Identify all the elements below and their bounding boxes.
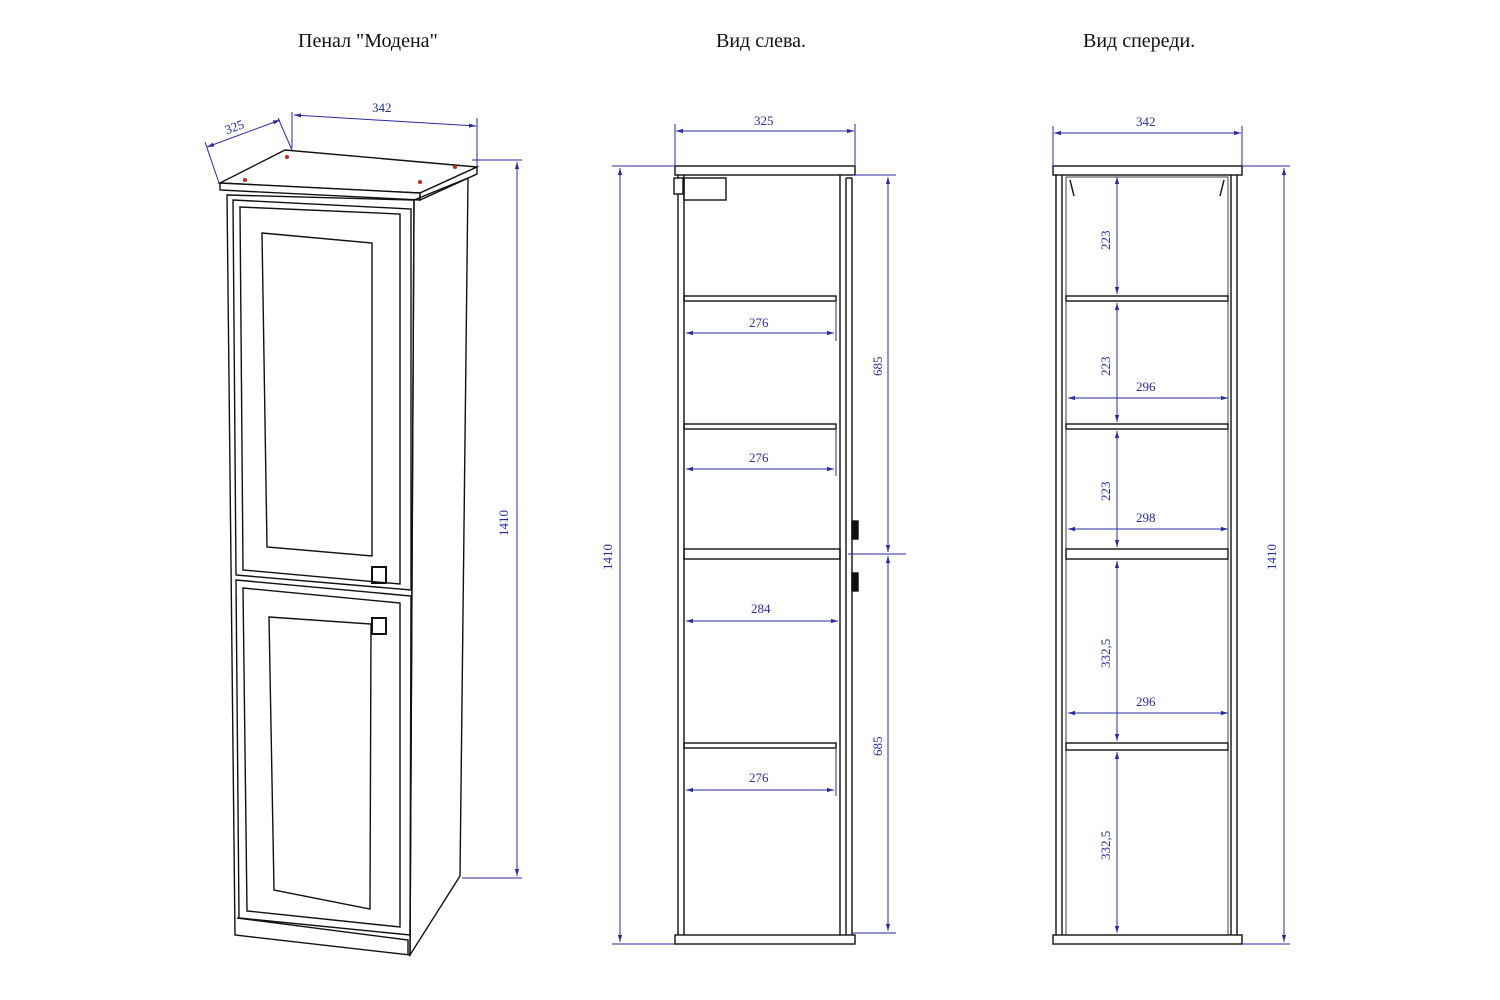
front-height-dim: 1410 (1264, 544, 1279, 570)
iso-upper-door-frame (239, 206, 401, 585)
front-view (1052, 165, 1243, 945)
title-front-view: Вид спереди. (1083, 30, 1196, 52)
left-hinge (683, 177, 727, 201)
front-shelf-4 (1065, 742, 1229, 751)
left-height-dim: 1410 (600, 544, 615, 570)
iso-top-markers (243, 155, 457, 184)
left-plinth (674, 934, 856, 945)
iso-upper-door (232, 199, 412, 591)
left-shelf3-dim: 284 (751, 601, 771, 616)
left-shelf-1 (683, 295, 837, 302)
iso-body-front (226, 194, 415, 956)
title-isometric: Пенал "Модена" (298, 30, 438, 52)
iso-width-dim: 342 (372, 100, 392, 115)
left-shelf-2 (683, 423, 837, 430)
iso-lower-door-panel (268, 616, 372, 910)
left-view (673, 165, 859, 945)
iso-upper-door-panel (261, 232, 373, 557)
front-shelf-mid (1065, 548, 1229, 560)
iso-lower-handle (371, 617, 387, 635)
left-shelf4-dim: 276 (749, 770, 769, 785)
isometric-dimensions (204, 112, 522, 879)
isometric-view (217, 149, 480, 958)
left-upper-dim: 685 (870, 357, 885, 377)
front-plinth (1052, 934, 1243, 945)
left-shelf2-dim: 276 (749, 450, 769, 465)
iso-lower-door (235, 579, 412, 936)
left-lower-handle (851, 572, 859, 592)
iso-body-side (409, 176, 469, 958)
front-shelf1-dim: 296 (1136, 379, 1156, 394)
front-back-panel (1065, 176, 1229, 936)
front-top-board (1052, 165, 1243, 176)
left-top-board (674, 165, 856, 176)
iso-height-dim: 1410 (496, 510, 511, 536)
iso-lower-door-frame (242, 587, 401, 928)
front-shelf-1 (1065, 295, 1229, 302)
left-top-dim: 325 (754, 113, 774, 128)
left-shelf-4 (683, 742, 837, 749)
front-top-dim: 342 (1136, 114, 1156, 129)
front-gap1-dim: 223 (1098, 231, 1113, 251)
front-shelf2-dim: 298 (1136, 510, 1156, 525)
front-gap3-dim: 223 (1098, 482, 1113, 502)
left-lower-dim: 685 (870, 737, 885, 757)
front-shelf3-dim: 296 (1136, 694, 1156, 709)
iso-upper-handle (371, 566, 387, 584)
front-gap2-dim: 223 (1098, 357, 1113, 377)
title-left-view: Вид слева. (716, 30, 807, 52)
front-gap4-dim: 332,5 (1098, 639, 1113, 668)
front-dimensions (1052, 126, 1290, 945)
iso-plinth (236, 917, 409, 955)
left-dimensions (612, 124, 906, 945)
front-shelf-2 (1065, 423, 1229, 430)
left-shelf1-dim: 276 (749, 315, 769, 330)
left-shelf-mid (683, 548, 841, 560)
left-upper-handle (851, 520, 859, 540)
front-gap5-dim: 332,5 (1098, 831, 1113, 860)
iso-depth-dim: 325 (223, 116, 246, 137)
